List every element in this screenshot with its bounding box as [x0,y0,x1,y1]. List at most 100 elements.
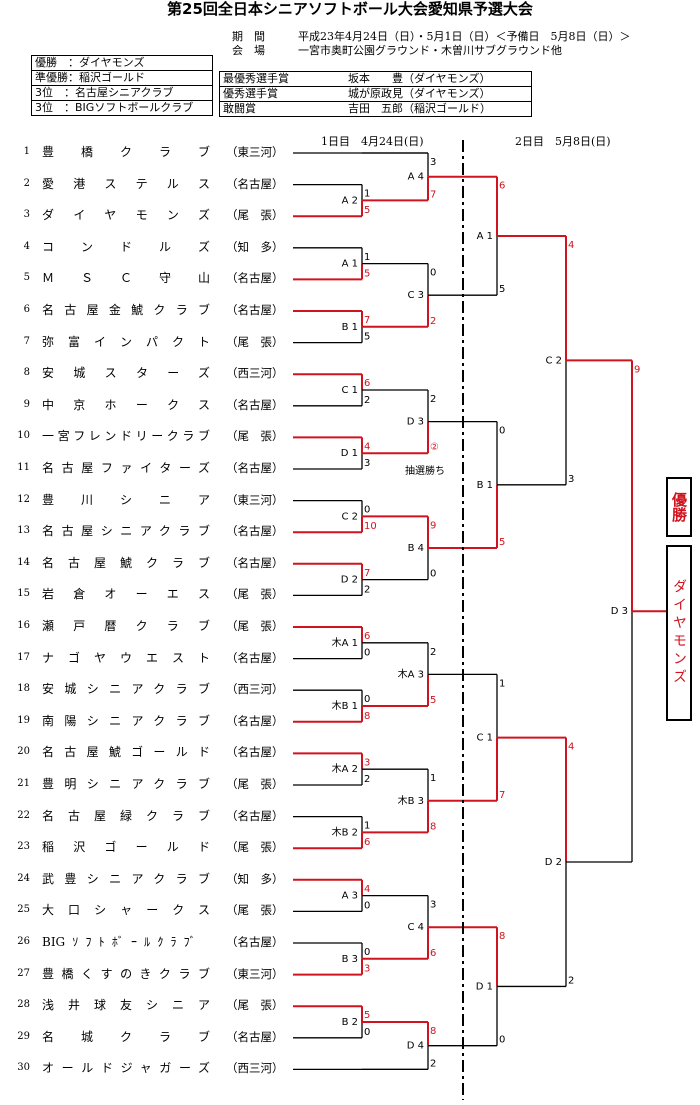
score-top: 4 [364,441,370,452]
team-name: 名古屋シニアクラブ [42,524,210,539]
team-number: 24 [17,872,30,884]
award-mvp: 最優秀選手賞坂本 豊（ダイヤモンズ） [220,72,531,87]
score-bottom: 3 [364,458,370,469]
match-label: A 4 [408,172,424,183]
score-top: 4 [568,240,574,251]
team-region: （名古屋） [226,1029,284,1044]
match-label: D 4 [407,1041,424,1052]
period-label: 期 間 [232,30,265,43]
team-region: （知 多） [226,239,284,254]
score-bottom: 0 [364,648,370,659]
match-label: A 2 [342,195,358,206]
match-label: D 1 [341,448,358,459]
score-top: 1 [364,252,370,263]
score-bottom: 0 [499,1035,505,1046]
score-bottom: 7 [499,790,505,801]
result-third-1: 3位 ：名古屋シニアクラブ [32,86,212,101]
team-name: 愛港ステルス [42,176,210,191]
match-label: D 2 [341,575,358,586]
score-bottom: ② [430,442,439,453]
team-region: （名古屋） [226,176,284,191]
match-label: 木B 3 [398,795,424,807]
score-top: 4 [364,884,370,895]
team-name: 安城シニアクラブ [42,682,210,697]
match-label: 木A 2 [332,763,358,775]
score-top: 0 [364,505,370,516]
team-number: 29 [17,1030,30,1042]
score-bottom: 8 [430,821,436,832]
team-region: （名古屋） [226,745,284,760]
score-top: 3 [364,757,370,768]
score-bottom: 2 [430,1058,436,1069]
team-number: 10 [17,430,30,442]
match-label: D 2 [545,857,562,868]
team-name: 豊橋クラブ [42,145,210,159]
score-bottom: 2 [364,584,370,595]
match-label: 木B 1 [332,700,358,712]
team-name: 瀬戸暦クラブ [42,619,210,633]
venue-value: 一宮市奥町公園グラウンド・木曽川サブグラウンド他 [298,44,562,57]
team-name: 名古屋ファイターズ [42,461,210,475]
match-label: C 2 [545,355,562,366]
award-excellent: 優秀選手賞城が原政見（ダイヤモンズ） [220,87,531,102]
day1-header: 1日目 4月24日(日) [321,135,424,148]
team-number: 3 [23,209,30,221]
team-number: 14 [17,556,30,568]
match-label: D 3 [407,417,424,428]
team-name: 中京ホークス [42,397,210,412]
team-name: 豊明シニアクラブ [42,777,210,791]
score-top: 4 [568,742,574,753]
match-label: 木B 2 [332,826,358,838]
day2-header: 2日目 5月8日(日) [515,135,611,148]
match-label: A 1 [342,259,358,270]
score-top: 3 [430,157,436,168]
team-number: 22 [17,809,30,821]
team-region: （西三河） [226,366,284,381]
team-number: 23 [17,841,30,853]
score-top: 2 [430,394,436,405]
score-top: 9 [430,520,436,531]
score-top: 3 [430,900,436,911]
team-region: （名古屋） [226,524,284,539]
score-top: 7 [364,568,370,579]
team-number: 2 [23,177,30,189]
team-region: （東三河） [226,145,284,159]
team-name: ＭＳＣ守山 [42,271,210,286]
result-runner-up: 準優勝：稲沢ゴールド [32,71,212,86]
score-bottom: 6 [430,948,436,959]
team-name: 稲沢ゴールド [42,840,210,855]
score-bottom: 5 [364,205,370,216]
venue-label: 会 場 [232,44,265,57]
team-number: 16 [17,620,30,631]
team-number: 26 [17,936,30,947]
team-region: （東三河） [226,492,284,507]
champion-team: ダイヤモンズ [666,545,692,721]
team-region: （名古屋） [226,555,284,570]
team-number: 4 [23,240,30,252]
score-bottom: 6 [364,837,370,848]
team-name: 武豊シニアクラブ [42,871,210,886]
score-top: 0 [364,947,370,958]
team-region: （尾 張） [226,334,284,349]
score-bottom: 0 [364,1027,370,1038]
team-number: 8 [23,367,30,379]
team-name: ナゴヤウエスト [42,650,210,665]
score-bottom: 2 [430,316,436,327]
match-label: B 4 [408,543,424,554]
score-top: 0 [499,426,505,437]
